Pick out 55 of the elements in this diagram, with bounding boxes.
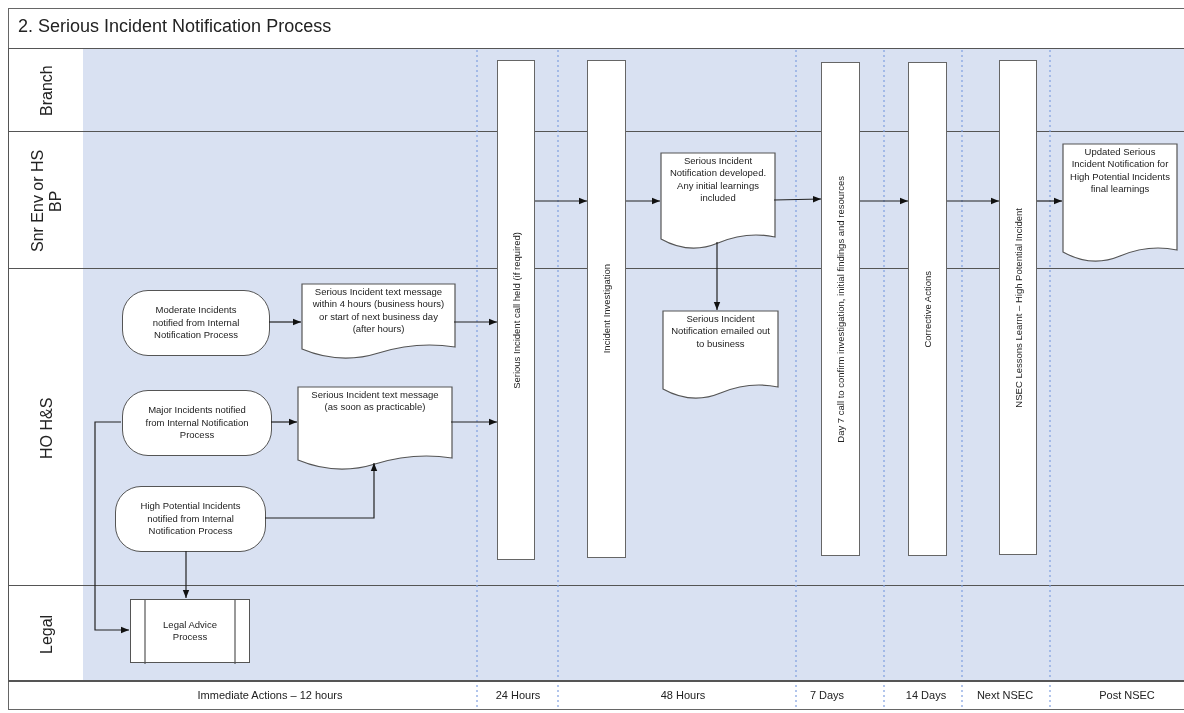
arrow (182, 550, 190, 599)
step-label: Corrective Actions (922, 270, 933, 348)
time-label: 7 Days (809, 689, 845, 701)
document-shape (298, 387, 452, 472)
time-label: Next NSEC (976, 689, 1034, 701)
lane-label: Branch (36, 64, 56, 119)
time-label: Immediate Actions – 12 hours (197, 689, 343, 701)
step-label: Incident Investigation (601, 264, 612, 354)
step-label: Major Incidents notified from Internal Notification Process (144, 404, 250, 442)
document-shape (663, 311, 778, 401)
step-label: Moderate Incidents notified from Internal Notification Process (151, 304, 241, 342)
terminator-shape (122, 290, 270, 356)
step-label: Serious Incident text message (as soon as practicable) (310, 389, 440, 414)
step-label: Updated Serious Incident Notification for High Potential Incidents final learnings (1069, 146, 1171, 196)
process-bar (497, 60, 535, 560)
terminator-shape (115, 486, 266, 552)
time-label: Post NSEC (1099, 689, 1155, 701)
step-label: Serious Incident Notification developed. Any initial learnings included (668, 155, 768, 205)
arrow (713, 241, 721, 311)
document-shape (1063, 144, 1177, 264)
step-label: Serious Incident text message within 4 hours (business hours) or start of next business day (after hours) (311, 286, 446, 336)
step-label: Serious Incident call held (if required) (510, 231, 522, 389)
swimlane (8, 585, 1184, 681)
subprocess-box (130, 599, 250, 663)
arrow (534, 197, 588, 205)
arrow (270, 418, 298, 426)
arrow (773, 195, 822, 203)
terminator-shape (122, 390, 272, 456)
arrow (1036, 197, 1063, 205)
step-label: Day 7 call to confirm investigation, initial findings and resources (835, 175, 846, 443)
step-label: High Potential Incidents notified from Internal Notification Process (139, 500, 242, 538)
process-bar (587, 60, 626, 558)
step-label: Serious Incident Notification emailed out to business (670, 313, 771, 351)
time-label: 14 Days (905, 689, 947, 701)
time-label: 48 Hours (660, 689, 706, 701)
arrow (264, 462, 378, 519)
arrow (268, 318, 302, 326)
process-bar (999, 60, 1037, 555)
time-label: 24 Hours (495, 689, 541, 701)
document-shape (302, 284, 455, 361)
process-bar (908, 62, 947, 556)
step-label: Legal Advice Process (162, 618, 218, 644)
arrow (946, 197, 1000, 205)
title: 2. Serious Incident Notification Process (18, 16, 332, 37)
lane-label: HO H&S (36, 396, 56, 461)
arrow (94, 421, 130, 634)
lane-label: Legal (36, 613, 56, 656)
arrow (453, 318, 498, 326)
arrow (625, 197, 661, 205)
document-shape (661, 153, 775, 251)
arrow (859, 197, 909, 205)
arrow (450, 418, 498, 426)
step-label: NSEC Lessons Learnt – High Potential Incident (1012, 207, 1024, 408)
lane-label: Snr Env or HS BP (27, 148, 65, 255)
process-bar (821, 62, 860, 556)
